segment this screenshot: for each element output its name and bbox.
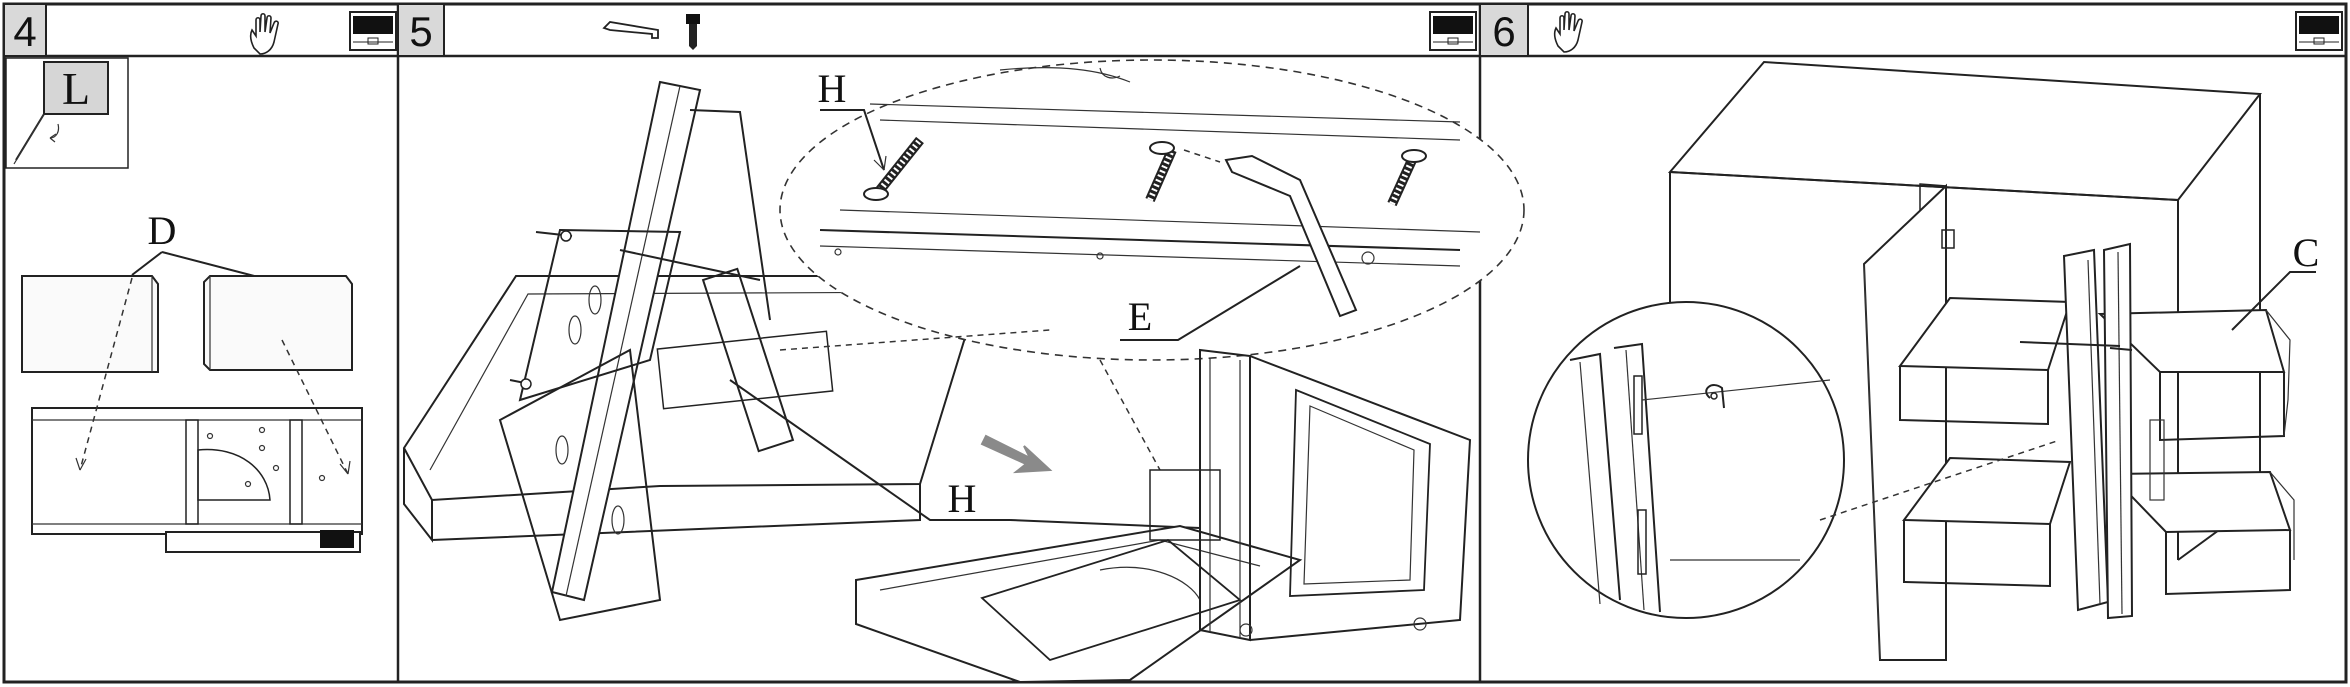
svg-text:L: L <box>62 63 90 114</box>
callout-D: D <box>148 208 177 253</box>
callout-E-leader <box>1120 265 1301 341</box>
hand-icon <box>1553 10 1583 53</box>
callout-H-bottom: H <box>948 476 977 521</box>
placement-arrow-right <box>281 339 349 475</box>
step-number-box <box>3 3 47 57</box>
placement-arrow-left <box>79 277 133 471</box>
pullout-frame <box>2019 242 2165 620</box>
booklet-icon <box>2295 11 2343 51</box>
callout-C-leader <box>2231 271 2316 331</box>
zoom-leader-lines <box>779 329 1161 471</box>
cabinet <box>1667 60 2262 662</box>
callout-H-top-leader <box>820 109 885 171</box>
step-number: 6 <box>1492 8 1515 55</box>
panel-step-6: 6 <box>1479 3 2343 662</box>
step-number: 5 <box>409 8 432 55</box>
callout-H-bottom-leader <box>729 379 1010 521</box>
callout-D-leader <box>131 251 263 279</box>
callout-C: C <box>2293 230 2320 275</box>
step-number-box <box>397 3 445 57</box>
panel-step-4: 4 L D <box>3 3 397 553</box>
slide-frame <box>498 80 834 622</box>
hand-icon <box>249 12 279 55</box>
panel-step-5: 5 <box>397 3 1525 684</box>
hinge-zoom-circle <box>1527 301 1845 619</box>
left-side-label: L <box>5 57 129 169</box>
filler-panels <box>21 275 353 373</box>
screw-icon <box>686 14 700 50</box>
screw-detail <box>863 136 1427 207</box>
zoom-leader-line <box>1819 439 2061 521</box>
allen-key-detail <box>1224 154 1358 318</box>
booklet-icon <box>1429 11 1477 51</box>
drawer-lower <box>1902 456 2295 596</box>
callout-E: E <box>1128 294 1152 339</box>
allen-key-icon <box>602 21 659 39</box>
zoom-detail <box>779 59 1525 361</box>
callout-H-top: H <box>818 66 847 111</box>
booklet-icon <box>349 11 397 51</box>
drawer-base <box>31 277 363 553</box>
drawer-upper <box>1898 296 2291 442</box>
drawer-box-right <box>855 348 1472 684</box>
step-number: 4 <box>13 8 36 55</box>
step-number-box <box>1479 3 1529 57</box>
direction-arrow <box>980 434 1053 474</box>
